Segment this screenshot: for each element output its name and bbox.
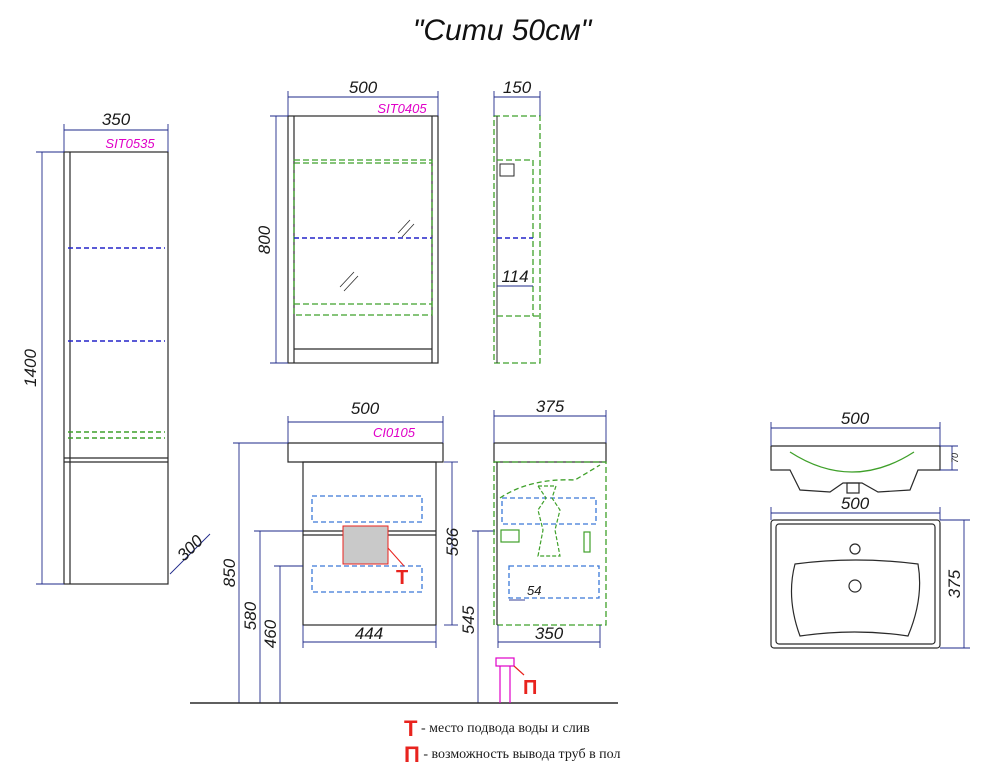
sink-top-view — [770, 519, 941, 649]
mirror-cabinet-depth: 150 — [503, 78, 532, 97]
tall-cabinet-width: 350 — [102, 110, 131, 129]
p-marker: П — [523, 677, 537, 699]
page-title: "Сити 50см" — [412, 14, 592, 47]
vanity-pipe-height: 545 — [459, 605, 478, 634]
vanity-code: CI0105 — [373, 425, 416, 440]
vanity-dimensions — [233, 416, 495, 703]
legend-t-letter: Т — [404, 716, 418, 741]
vanity-depth: 375 — [536, 397, 565, 416]
mirror-cabinet-width: 500 — [349, 78, 378, 97]
connection-zone — [342, 525, 389, 565]
tall-cabinet-front — [63, 151, 169, 585]
vanity-inner-width: 444 — [355, 624, 383, 643]
sink-side-view — [770, 445, 941, 494]
sink-side-dimensions — [770, 422, 958, 471]
mirror-cabinet-front — [287, 115, 439, 364]
legend-item-p: П - возможность вывода труб в пол — [404, 742, 620, 768]
vanity-height-580: 580 — [241, 601, 260, 630]
mirror-side-dimensions — [493, 91, 541, 287]
connection-leader — [387, 547, 405, 567]
mirror-cabinet-code: SIT0405 — [377, 101, 427, 116]
vanity-pipe-offset: 54 — [527, 583, 541, 598]
mirror-cabinet-height: 800 — [255, 225, 274, 254]
vanity-side-bottom: 350 — [535, 624, 564, 643]
sink-side-height: 70 — [950, 453, 960, 463]
sink-top-width: 500 — [841, 494, 870, 513]
sink-top-dimensions — [770, 507, 970, 649]
vanity-height-460: 460 — [261, 619, 280, 648]
floor-pipe — [495, 657, 525, 703]
vanity-width: 500 — [351, 399, 380, 418]
vanity-side — [493, 442, 607, 626]
tall-cabinet-height: 1400 — [21, 349, 40, 387]
vanity-side-dimensions — [493, 410, 607, 648]
mirror-cabinet-dimensions — [270, 91, 439, 364]
legend-p-letter: П — [404, 742, 420, 767]
legend-p-text: - возможность вывода труб в пол — [423, 747, 621, 762]
legend-t-text: - место подвода воды и слив — [420, 721, 590, 736]
legend-item-t: Т - место подвода воды и слив — [404, 716, 590, 742]
tall-cabinet-depth: 300 — [173, 531, 207, 565]
vanity-height-total: 850 — [220, 558, 239, 587]
sink-top-depth: 375 — [945, 569, 964, 598]
mirror-cabinet-side — [493, 115, 541, 364]
mirror-cabinet-inner-depth: 114 — [501, 267, 528, 286]
tall-cabinet-code: SIT0535 — [105, 136, 155, 151]
t-marker: Т — [396, 567, 408, 589]
sink-side-width: 500 — [841, 409, 870, 428]
tall-cabinet-dimensions — [36, 124, 211, 585]
vanity-body-height: 586 — [443, 527, 462, 556]
